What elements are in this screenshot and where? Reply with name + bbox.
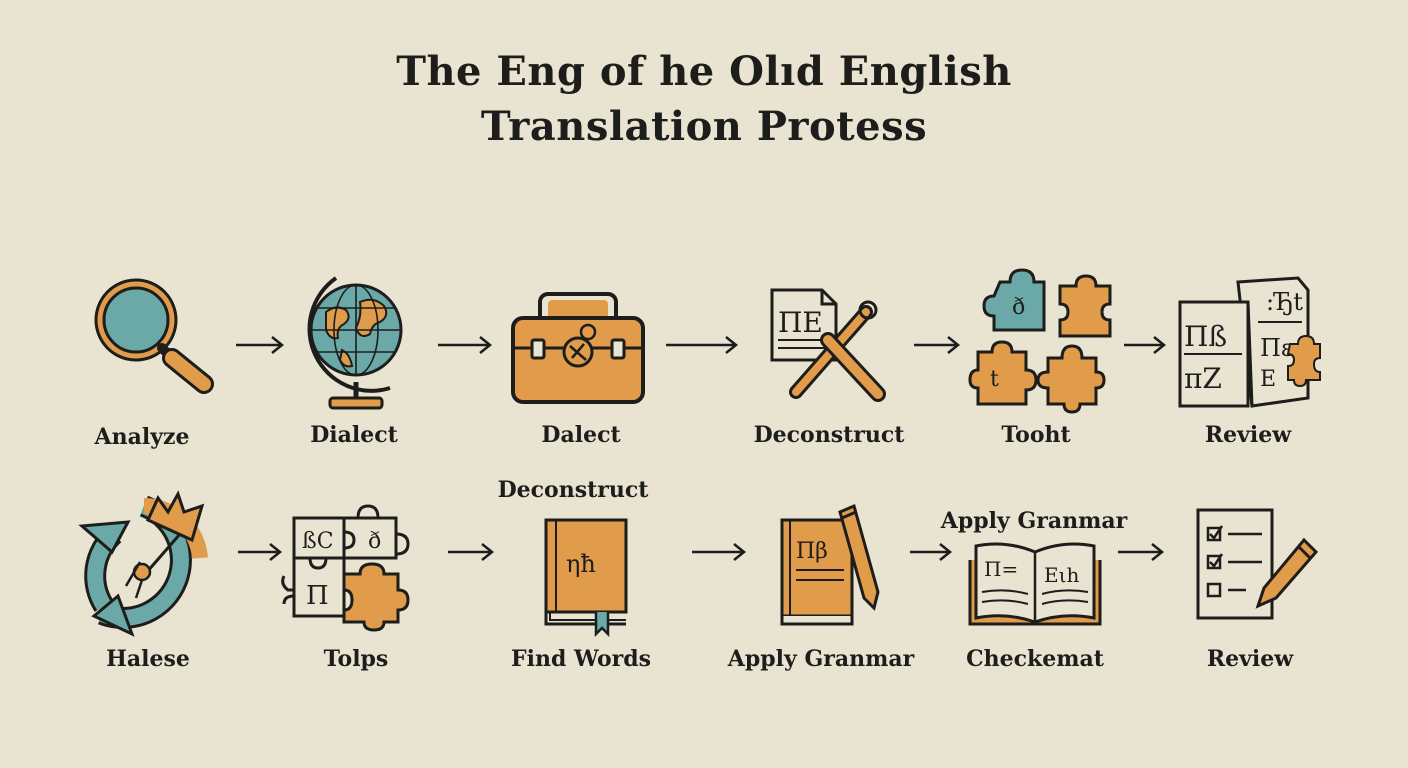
step-label-tooht: Tooht bbox=[1001, 422, 1071, 448]
arrow-right-icon bbox=[448, 543, 495, 561]
step-label-deconstruct: Deconstruct bbox=[753, 422, 905, 448]
title-line-1: The Eng of he Olıd English bbox=[396, 48, 1012, 95]
arrow-right-icon bbox=[238, 543, 283, 561]
arrow-right-icon bbox=[692, 543, 747, 561]
step-label-review: Review bbox=[1204, 422, 1292, 448]
puzzle-glyph-a: ð bbox=[1012, 295, 1025, 320]
open-right-glyph: Eιh bbox=[1044, 563, 1079, 587]
puzzle-grid-icon: ßC ð Π bbox=[281, 504, 410, 632]
grid-glyph-b: ð bbox=[368, 529, 381, 554]
book2-glyph: Πβ bbox=[796, 539, 828, 564]
open-left-glyph: Π= bbox=[984, 557, 1018, 581]
page-glyph-5: Ε bbox=[1260, 367, 1276, 392]
book-glyph: ηħ bbox=[566, 550, 596, 578]
arrow-right-icon bbox=[1118, 543, 1165, 561]
cycle-crown-icon bbox=[78, 490, 208, 637]
open-book-icon: Π= Eιh bbox=[968, 542, 1102, 626]
step-label-tolps: Tolps bbox=[323, 646, 389, 672]
puzzle-pieces-icon: ð t bbox=[968, 268, 1112, 414]
checklist-pencil-icon bbox=[1196, 508, 1319, 620]
arrow-right-icon bbox=[236, 336, 285, 354]
book-pencil-icon: Πβ bbox=[780, 503, 880, 626]
arrow-right-icon bbox=[438, 336, 493, 354]
step-top-label-apply-granmar: Apply Granmar bbox=[940, 508, 1128, 534]
step-label-dalect: Dalect bbox=[541, 422, 621, 448]
closed-book-icon: ηħ bbox=[544, 518, 628, 638]
step-label-apply-granmar: Apply Granmar bbox=[727, 646, 915, 672]
page-glyph-3: :Ђt bbox=[1266, 288, 1303, 316]
page-glyph-2: πZ bbox=[1184, 362, 1222, 395]
page-glyph-4: Πε bbox=[1260, 334, 1293, 362]
doc-glyphs: ΠE bbox=[778, 306, 823, 339]
grid-glyph-a: ßC bbox=[302, 529, 334, 554]
arrow-right-icon bbox=[1124, 336, 1167, 354]
arrow-right-icon bbox=[910, 543, 953, 561]
page-glyph-1: Πß bbox=[1184, 320, 1227, 353]
step-label-analyze: Analyze bbox=[94, 424, 190, 450]
title-line-2: Translation Protess bbox=[480, 103, 928, 150]
grid-glyph-c: Π bbox=[306, 581, 329, 611]
globe-icon bbox=[307, 276, 403, 410]
puzzle-glyph-t: t bbox=[990, 367, 999, 392]
step-top-label-deconstruct: Deconstruct bbox=[497, 477, 649, 503]
document-tools-icon: ΠE bbox=[770, 288, 886, 402]
manuscript-pages-icon: Πß πZ :Ђt Πε Ε bbox=[1178, 276, 1321, 408]
diagram-title: The Eng of he Olıd English Translation P… bbox=[0, 44, 1408, 154]
briefcase-icon bbox=[511, 292, 645, 404]
arrow-right-icon bbox=[666, 336, 739, 354]
step-label-halese: Halese bbox=[106, 646, 190, 672]
step-label-review-2: Review bbox=[1206, 646, 1294, 672]
step-label-checkemat: Checkemat bbox=[966, 646, 1104, 672]
step-label-dialect: Dialect bbox=[310, 422, 398, 448]
arrow-right-icon bbox=[914, 336, 961, 354]
step-label-find-words: Find Words bbox=[511, 646, 651, 672]
magnifier-icon bbox=[94, 278, 214, 394]
